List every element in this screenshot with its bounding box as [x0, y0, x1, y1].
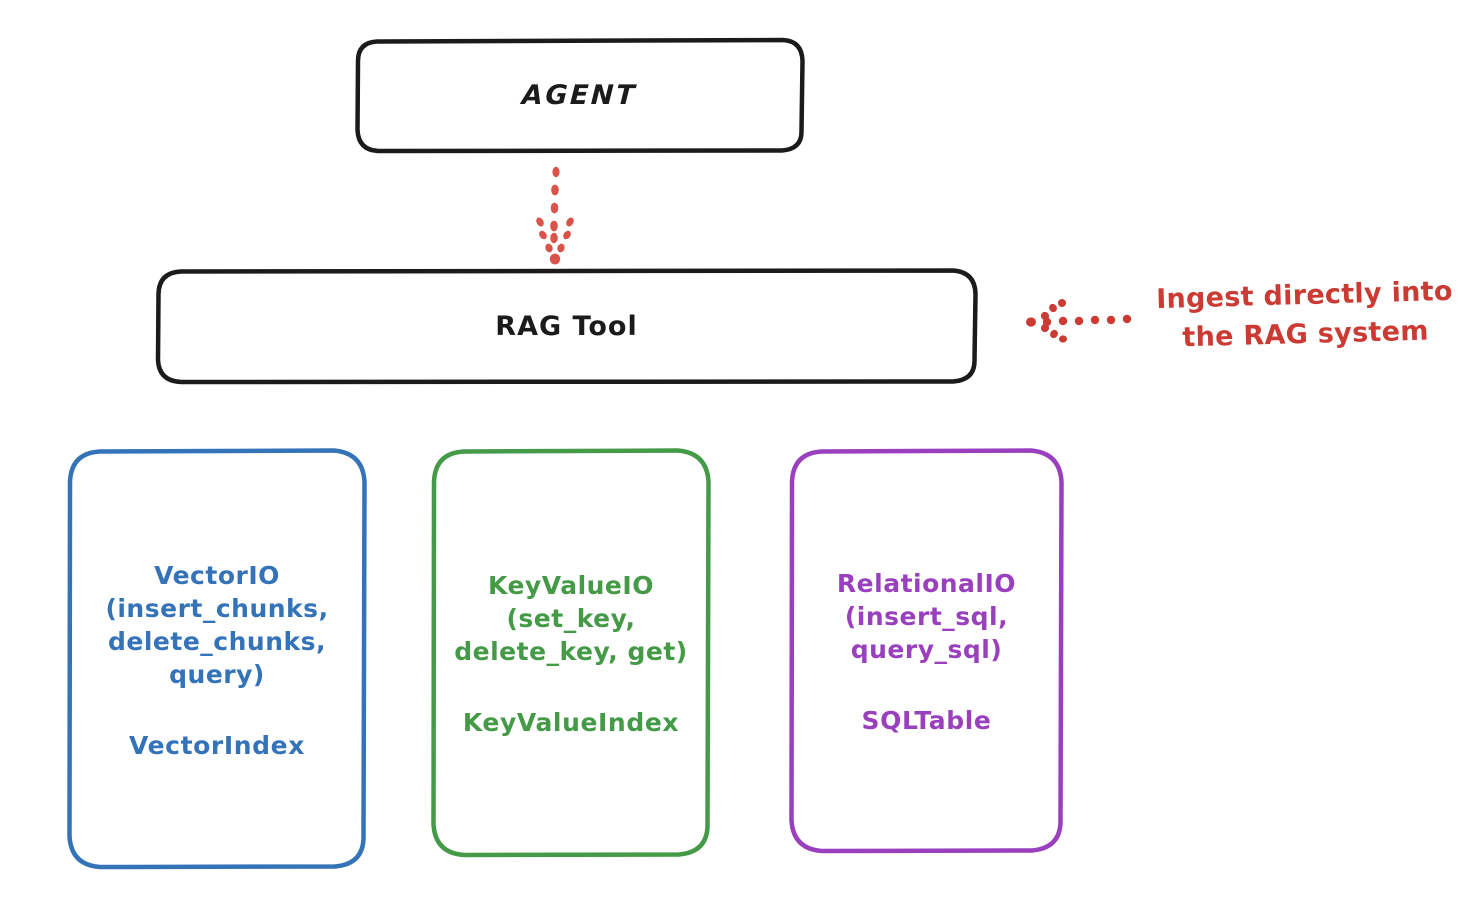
- relational-io-sublabel: SQLTable: [861, 706, 992, 735]
- vector-io-label: VectorIO (insert_chunks, delete_chunks, …: [105, 560, 329, 689]
- dotted-arrow-down: [536, 166, 574, 265]
- keyvalue-io-label: KeyValueIO (set_key, delete_key, get): [454, 571, 688, 666]
- agent-label: AGENT: [521, 80, 639, 111]
- dotted-arrow-left: [1026, 299, 1132, 343]
- node-keyvalue-io[interactable]: KeyValueIO (set_key, delete_key, get) Ke…: [430, 448, 712, 858]
- node-vector-io[interactable]: VectorIO (insert_chunks, delete_chunks, …: [66, 448, 368, 870]
- annotation-ingest-directly: Ingest directly into the RAG system: [1155, 275, 1454, 354]
- vector-io-sublabel: VectorIndex: [129, 730, 305, 760]
- rag-tool-label: RAG Tool: [495, 311, 638, 342]
- relational-io-label: RelationalIO (insert_sql, query_sql): [836, 569, 1017, 664]
- keyvalue-io-sublabel: KeyValueIndex: [462, 708, 680, 737]
- node-relational-io[interactable]: RelationalIO (insert_sql, query_sql) SQL…: [788, 448, 1065, 854]
